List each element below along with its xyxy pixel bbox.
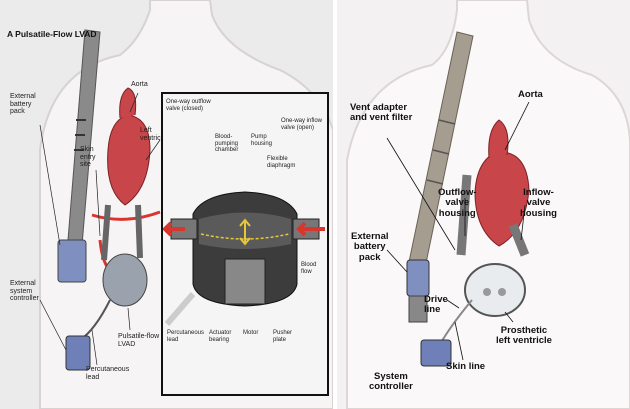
label-skin-line: Skin line <box>446 362 485 372</box>
label-prosthetic-left-ventricle: Prosthetic left ventricle <box>496 326 552 347</box>
inset-label-pusher-plate: Pusher plate <box>273 330 292 343</box>
label-aorta: Aorta <box>131 81 148 89</box>
inset-label-blood-flow: Blood flow <box>301 262 316 275</box>
label-external-battery-pack: External battery pack <box>10 93 36 116</box>
right-panel: Vent adapter and vent filter Aorta Outfl… <box>337 0 630 409</box>
label-vent-adapter: Vent adapter and vent filter <box>350 103 412 124</box>
pump-cross-section-drawing <box>163 94 327 394</box>
label-aorta-right: Aorta <box>518 90 543 100</box>
inset-label-actuator-bearing: Actuator bearing <box>209 330 231 343</box>
left-panel: A Pulsatile-Flow LVAD External battery p… <box>0 0 333 409</box>
label-pulsatile-flow-lvad: Pulsatile-flow LVAD <box>118 333 159 348</box>
label-drive-line: Drive line <box>424 295 448 316</box>
inset-label-motor: Motor <box>243 330 258 337</box>
label-external-battery-pack-right: External battery pack <box>351 232 389 263</box>
label-external-system-controller: External system controller <box>10 280 39 303</box>
label-system-controller: System controller <box>369 372 413 393</box>
pump-cross-section-inset: One-way outflow valve (closed) Blood- pu… <box>161 92 329 396</box>
inset-label-flexible-diaphragm: Flexible diaphragm <box>267 156 295 169</box>
label-outflow-valve-housing: Outflow- valve housing <box>438 188 477 219</box>
label-skin-entry-site: Skin entry site <box>80 146 96 169</box>
right-illustration <box>337 0 630 409</box>
inset-label-inflow-valve: One-way inflow valve (open) <box>281 118 322 131</box>
inset-label-outflow-valve: One-way outflow valve (closed) <box>166 99 211 112</box>
label-inflow-valve-housing: Inflow- valve housing <box>520 188 557 219</box>
left-title: A Pulsatile-Flow LVAD <box>7 30 97 39</box>
inset-label-pump-housing: Pump housing <box>251 134 272 147</box>
inset-label-percutaneous-lead: Percutaneous lead <box>167 330 204 343</box>
label-percutaneous-lead: Percutaneous lead <box>86 366 129 381</box>
inset-label-blood-pumping-chamber: Blood- pumping chamber <box>215 134 238 154</box>
